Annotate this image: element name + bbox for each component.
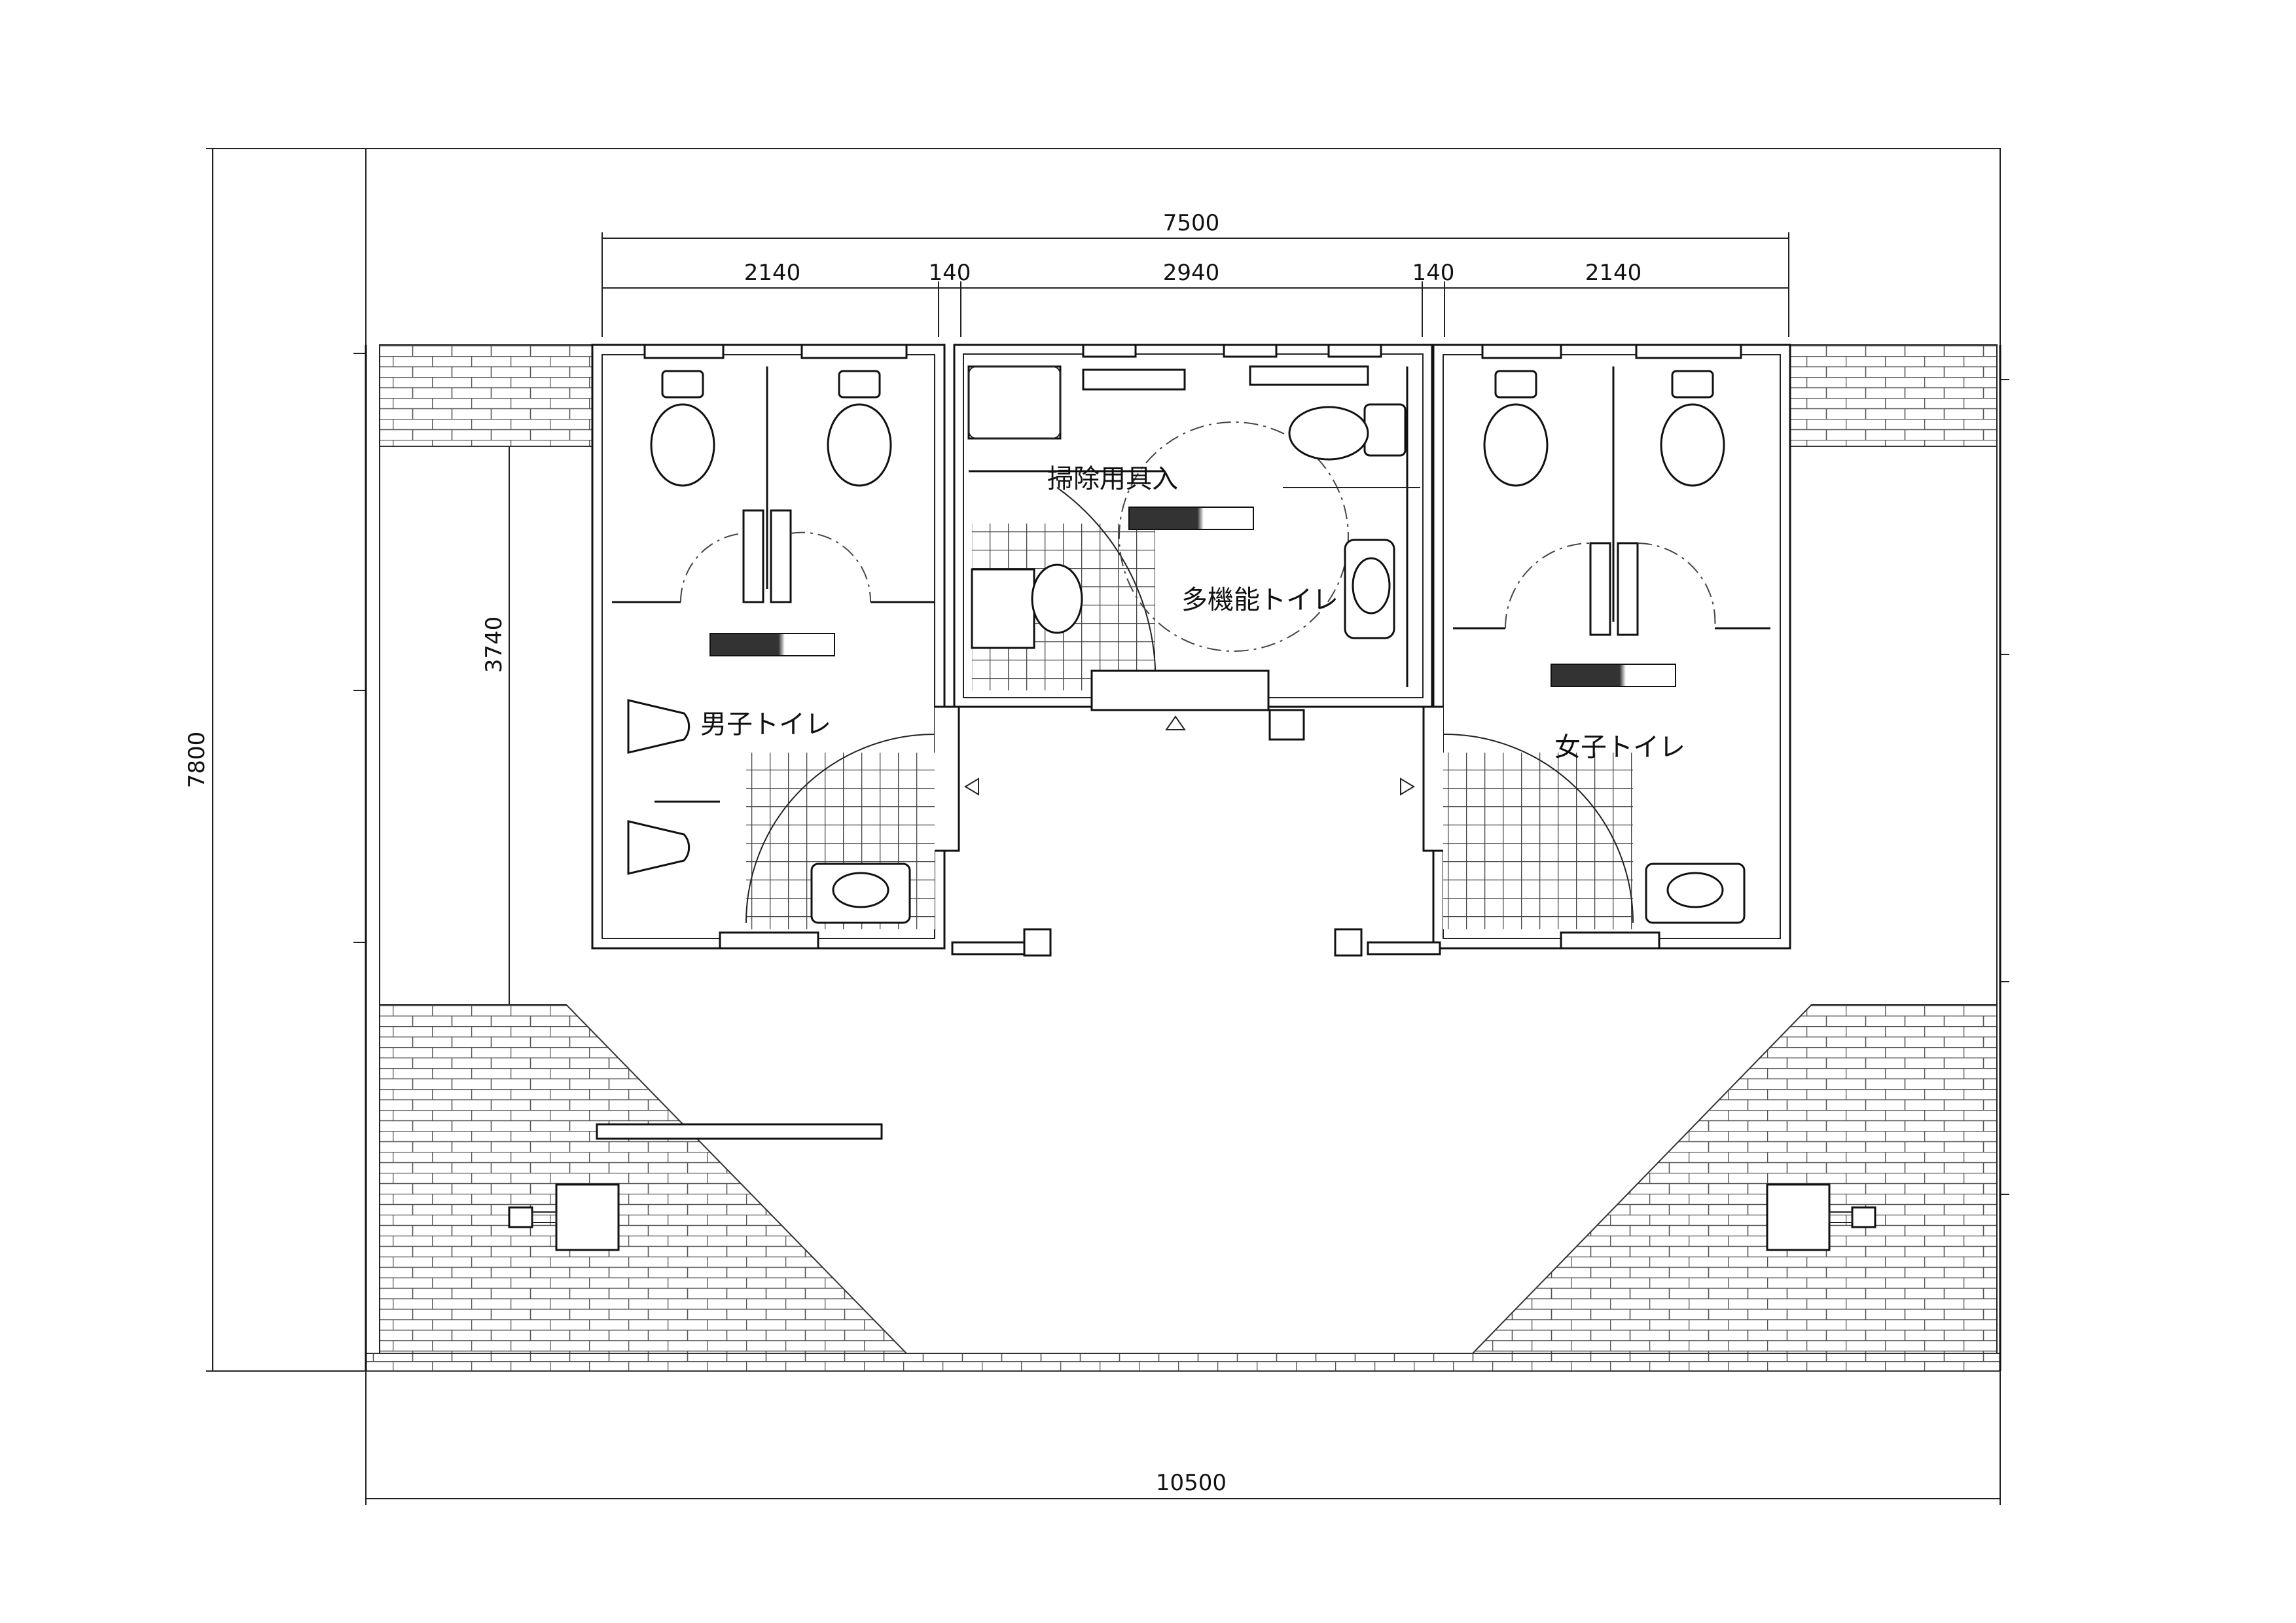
urinal (627, 699, 691, 754)
women-toilet-room (964, 344, 1791, 955)
dim-women-width: 2140 (1585, 260, 1642, 286)
exterior-fixtures (508, 928, 1876, 1251)
sliding-door (1090, 669, 1270, 711)
handrail (596, 1123, 883, 1140)
dim-site-width: 10500 (1156, 1470, 1227, 1496)
dim-multi-width: 2940 (1163, 260, 1220, 286)
multipurpose-toilet-room (953, 344, 1433, 741)
room-label-cleaning: 掃除用具入 (1047, 464, 1178, 494)
room-label-men: 男子トイレ (700, 709, 831, 740)
dim-men-width: 2140 (744, 260, 801, 286)
toilet-tank (661, 370, 704, 399)
men-toilet-room (591, 344, 1026, 955)
dim-site-depth: 7800 (184, 732, 210, 789)
dim-gap-right: 140 (1412, 260, 1455, 286)
room-label-multipurpose: 多機能トイレ (1181, 585, 1338, 615)
toilet-bowl (650, 403, 715, 487)
dim-building-depth: 3740 (481, 616, 507, 673)
room-label-women: 女子トイレ (1554, 732, 1685, 762)
drinking-fountain (555, 1183, 620, 1251)
dim-overall-width: 7500 (1163, 210, 1220, 236)
dim-gap-left: 140 (929, 260, 971, 286)
wheelchair-turning-circle (1119, 421, 1349, 652)
brick-paving (365, 344, 2001, 1372)
